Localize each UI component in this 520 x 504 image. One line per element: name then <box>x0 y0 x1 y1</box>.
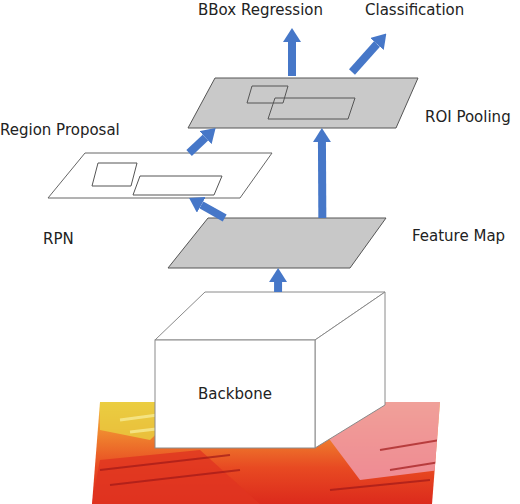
node-label: ROI Pooling <box>425 107 511 127</box>
backbone-cube: Backbone <box>155 292 385 448</box>
plane-shape <box>188 78 418 128</box>
flow-arrow <box>318 142 326 218</box>
cube-front-face <box>155 340 315 448</box>
plane-shape <box>168 218 386 268</box>
node-label: Backbone <box>155 340 315 448</box>
node-label: Feature Map <box>412 226 505 246</box>
region-proposal-plane-outline <box>48 153 272 198</box>
flow-arrow <box>201 205 224 218</box>
roi-region <box>247 86 288 103</box>
region-proposal-plane: Region Proposal <box>48 153 272 198</box>
output-arrow <box>288 42 296 76</box>
cube-side-face <box>315 292 385 448</box>
flow-arrow <box>274 282 282 292</box>
roi-pooling-plane-outline <box>188 78 418 128</box>
backbone-cube-outline <box>155 292 385 448</box>
feature-map-plane: Feature Map <box>168 218 386 268</box>
plane-shape <box>48 153 272 198</box>
output-label: Classification <box>365 0 464 20</box>
output-arrow <box>352 44 377 72</box>
feature-map-plane-outline <box>168 218 386 268</box>
roi-region <box>268 98 355 119</box>
node-label: Region Proposal <box>0 120 120 140</box>
proposal-region <box>92 163 137 186</box>
output-label: BBox Regression <box>198 0 323 20</box>
flow-arrow <box>189 138 205 153</box>
thermal-red-area <box>92 450 260 504</box>
roi-pooling-plane: ROI Pooling <box>188 78 418 128</box>
proposal-region <box>133 176 222 195</box>
network-label: RPN <box>43 229 74 249</box>
